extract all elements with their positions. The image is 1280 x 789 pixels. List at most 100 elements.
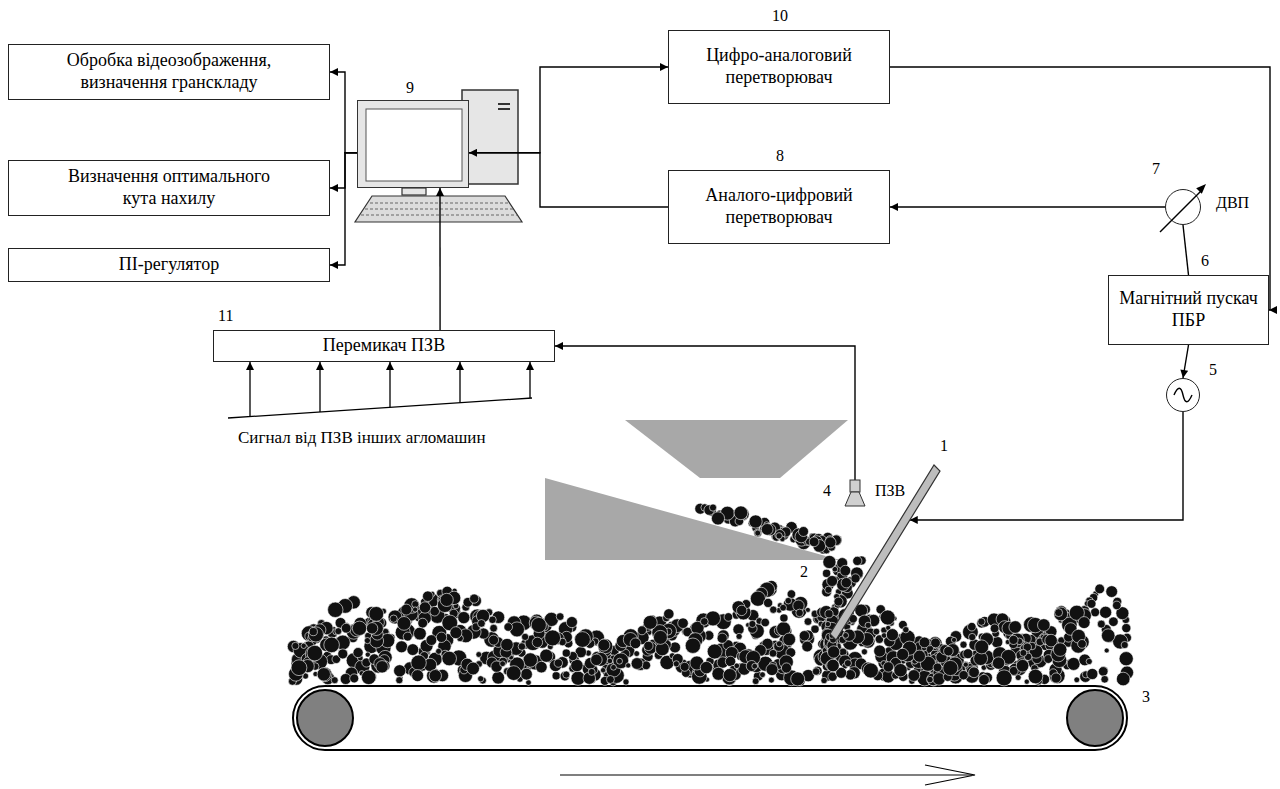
pellet bbox=[673, 661, 679, 667]
pellet bbox=[827, 659, 840, 672]
pellet bbox=[737, 605, 747, 615]
pellet bbox=[1009, 621, 1022, 634]
pellet bbox=[717, 633, 727, 643]
pellet bbox=[1122, 624, 1131, 633]
pellet bbox=[331, 677, 338, 684]
pellet bbox=[607, 658, 613, 664]
pellet bbox=[791, 672, 805, 686]
pellet bbox=[526, 680, 532, 686]
pellet bbox=[397, 617, 411, 631]
chute-plate bbox=[830, 465, 940, 640]
pellet bbox=[1053, 643, 1067, 657]
pellet bbox=[853, 556, 862, 565]
voltage-meter: 7ДВП bbox=[1165, 189, 1201, 225]
pellet bbox=[1051, 673, 1061, 683]
monitor-stand bbox=[402, 188, 426, 195]
pellet bbox=[823, 555, 836, 568]
keyboard-keys bbox=[365, 209, 513, 210]
pellet bbox=[969, 667, 980, 678]
process-box: 10Цифро-аналоговий перетворювач bbox=[668, 30, 890, 104]
pellet bbox=[412, 670, 424, 682]
pellet bbox=[843, 629, 855, 641]
pellet bbox=[369, 607, 384, 622]
pellet bbox=[799, 527, 809, 537]
pellet bbox=[700, 618, 708, 626]
pellet bbox=[880, 610, 895, 625]
pellet bbox=[1119, 652, 1133, 666]
pellet bbox=[766, 664, 778, 676]
pellet bbox=[606, 676, 614, 684]
signal-arrow bbox=[389, 362, 390, 407]
pellet bbox=[794, 596, 808, 610]
pellet bbox=[933, 663, 942, 672]
connector bbox=[890, 206, 1165, 207]
pellet bbox=[780, 604, 787, 611]
shape-outline bbox=[843, 480, 867, 506]
pellet bbox=[707, 644, 722, 659]
pellet bbox=[959, 671, 968, 680]
tower-slot bbox=[498, 103, 510, 105]
sensor-horn bbox=[845, 492, 865, 506]
pellet bbox=[532, 637, 542, 647]
pellet bbox=[436, 632, 446, 642]
pellet bbox=[1028, 669, 1043, 684]
pellet bbox=[411, 655, 426, 670]
pellet bbox=[827, 576, 838, 587]
connector bbox=[330, 153, 357, 265]
pellet bbox=[554, 659, 562, 667]
pellet bbox=[301, 643, 306, 648]
pellet bbox=[736, 633, 742, 639]
pellet bbox=[783, 633, 796, 646]
pellet bbox=[642, 661, 651, 670]
pellet bbox=[1113, 601, 1122, 610]
pellet bbox=[1020, 649, 1027, 656]
pellet bbox=[1101, 629, 1115, 643]
pellet bbox=[834, 597, 843, 606]
pellet bbox=[560, 671, 570, 681]
pellet bbox=[1024, 679, 1029, 684]
pellet bbox=[492, 671, 505, 684]
pellet bbox=[476, 652, 482, 658]
pellet bbox=[403, 632, 412, 641]
pellet bbox=[723, 669, 736, 682]
pellet bbox=[992, 657, 1004, 669]
pellet bbox=[749, 620, 756, 627]
pellet bbox=[802, 641, 813, 652]
pellet bbox=[685, 638, 700, 653]
level-sensor: 4ПЗВ bbox=[843, 480, 867, 506]
pellet bbox=[506, 666, 521, 681]
pellet bbox=[490, 624, 498, 632]
pellet bbox=[631, 658, 643, 670]
meter-needle-head bbox=[1196, 184, 1206, 194]
pellet bbox=[813, 666, 822, 675]
pellet bbox=[903, 627, 909, 633]
pellet bbox=[338, 649, 348, 659]
pellet bbox=[575, 632, 591, 648]
pellet bbox=[776, 533, 782, 539]
conveyor-roller bbox=[297, 690, 353, 746]
pellet bbox=[851, 574, 860, 583]
process-box: Обробка відеозображення, визначення гран… bbox=[8, 44, 330, 100]
part-label: ДВП bbox=[1214, 194, 1251, 212]
pellet bbox=[712, 667, 725, 680]
pellet bbox=[324, 637, 340, 653]
pellet bbox=[317, 668, 330, 681]
connector bbox=[469, 153, 668, 207]
pellet bbox=[886, 629, 898, 641]
sine-symbol bbox=[1174, 388, 1192, 402]
pellet bbox=[1086, 658, 1092, 664]
pellet bbox=[499, 657, 508, 666]
pellet bbox=[634, 651, 640, 657]
pellet bbox=[804, 618, 812, 626]
pellet bbox=[291, 660, 307, 676]
pellet bbox=[825, 537, 836, 548]
pellet bbox=[556, 613, 564, 621]
node-text: Цифро-аналоговий перетворювач bbox=[692, 45, 867, 88]
pellet bbox=[478, 620, 486, 628]
pellet bbox=[1067, 657, 1080, 670]
pellet bbox=[746, 661, 757, 672]
callout-number: 11 bbox=[216, 307, 235, 325]
